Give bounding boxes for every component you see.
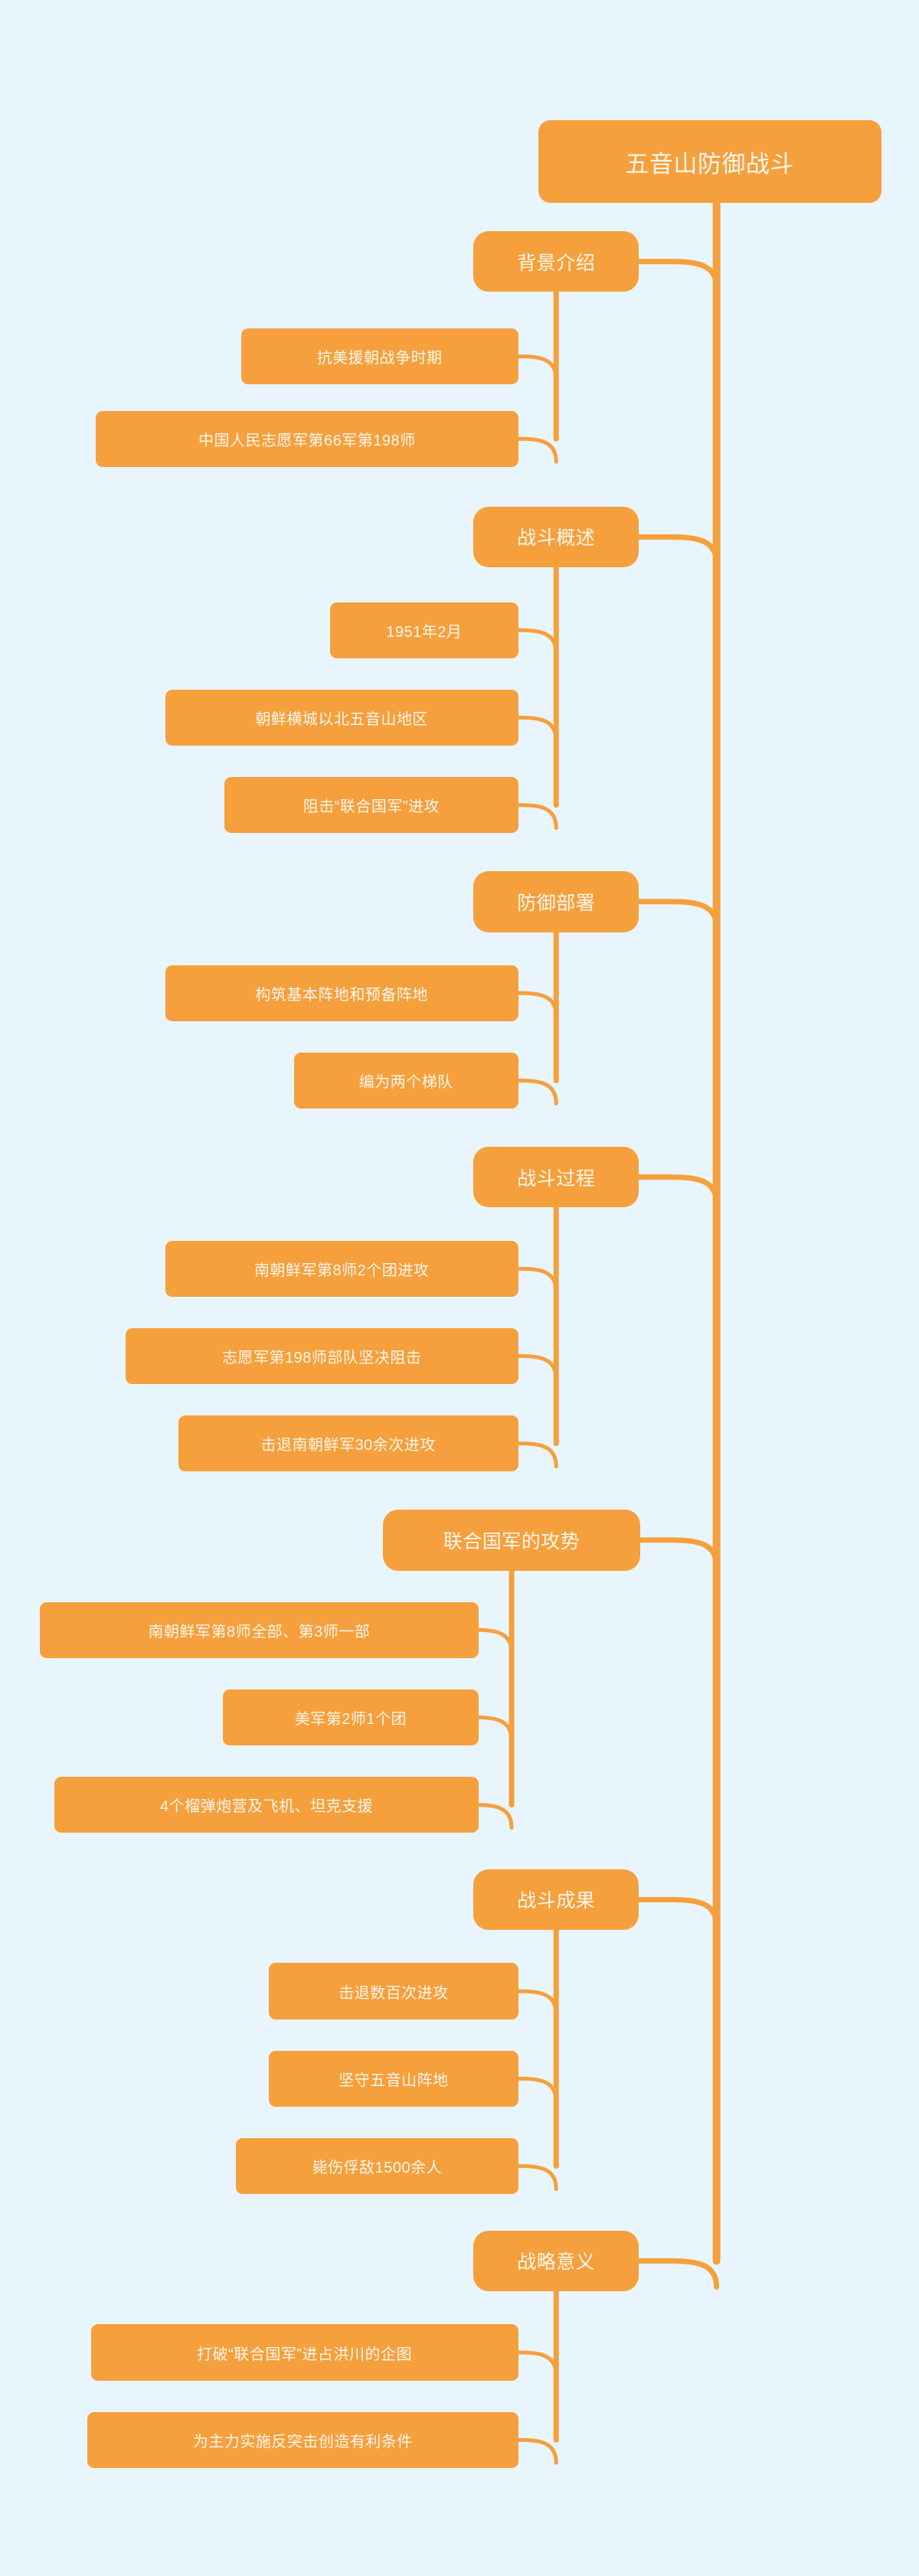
leaf-label: 朝鲜横城以北五音山地区 xyxy=(255,710,428,728)
leaf-label: 中国人民志愿军第66军第198师 xyxy=(198,432,416,449)
branch-node-2[interactable]: 防御部署 xyxy=(473,870,639,932)
connector-line xyxy=(516,715,558,743)
leaf-label: 志愿军第198师部队坚决阻击 xyxy=(222,1349,422,1366)
connector-line xyxy=(636,2258,720,2290)
connector-line xyxy=(516,436,558,464)
leaf-node-3-0[interactable]: 南朝鲜军第8师2个团进攻 xyxy=(165,1240,518,1297)
connector-line xyxy=(636,1174,720,1206)
leaf-node-1-0[interactable]: 1951年2月 xyxy=(330,602,518,658)
leaf-node-6-1[interactable]: 为主力实施反突击创造有利条件 xyxy=(87,2411,518,2468)
leaf-label: 4个榴弹炮营及飞机、坦克支援 xyxy=(159,1798,374,1816)
leaf-label: 为主力实施反突击创造有利条件 xyxy=(192,2433,413,2450)
connector-line xyxy=(516,628,558,655)
branch-node-0[interactable]: 背景介绍 xyxy=(473,230,639,292)
leaf-label: 南朝鲜军第8师全部、第3师一部 xyxy=(148,1623,371,1641)
leaf-node-4-0[interactable]: 南朝鲜军第8师全部、第3师一部 xyxy=(39,1601,479,1658)
leaf-node-3-2[interactable]: 击退南朝鲜军30余次进攻 xyxy=(178,1415,518,1472)
connector-line xyxy=(516,1441,558,1469)
leaf-node-4-2[interactable]: 4个榴弹炮营及飞机、坦克支援 xyxy=(54,1776,479,1833)
leaf-label: 击退数百次进攻 xyxy=(338,1984,449,2002)
branch-label: 战斗概述 xyxy=(517,527,596,550)
connector-line xyxy=(636,899,720,931)
branch-label: 联合国军的攻势 xyxy=(443,1530,581,1552)
connector-line xyxy=(516,1266,558,1294)
leaf-label: 构筑基本阵地和预备阵地 xyxy=(255,986,428,1004)
leaf-node-3-1[interactable]: 志愿军第198师部队坚决阻击 xyxy=(125,1327,518,1385)
leaf-node-1-1[interactable]: 朝鲜横城以北五音山地区 xyxy=(165,689,518,746)
leaf-label: 击退南朝鲜军30余次进攻 xyxy=(260,1437,436,1455)
connector-line xyxy=(636,534,720,566)
leaf-label: 毙伤俘敌1500余人 xyxy=(312,2160,443,2176)
leaf-node-0-1[interactable]: 中国人民志愿军第66军第198师 xyxy=(95,410,518,467)
connector-line xyxy=(516,991,558,1018)
connector-line xyxy=(516,803,558,831)
connector-line xyxy=(516,2350,558,2378)
connector-line xyxy=(516,2437,558,2465)
leaf-node-2-1[interactable]: 编为两个梯队 xyxy=(293,1052,518,1109)
leaf-node-5-0[interactable]: 击退数百次进攻 xyxy=(269,1963,518,2019)
connector-line xyxy=(516,2164,558,2192)
branch-label: 战略意义 xyxy=(517,2251,596,2274)
branch-label: 防御部署 xyxy=(517,892,596,914)
leaf-node-5-1[interactable]: 坚守五音山阵地 xyxy=(269,2050,518,2107)
leaf-label: 编为两个梯队 xyxy=(358,1074,453,1091)
root-node[interactable]: 五音山防御战斗 xyxy=(538,120,881,204)
connector-line xyxy=(636,259,720,291)
connector-line xyxy=(476,1715,514,1742)
connector-line xyxy=(516,1353,558,1381)
leaf-label: 南朝鲜军第8师2个团进攻 xyxy=(253,1262,430,1279)
leaf-label: 打破“联合国军”进占洪川的企图 xyxy=(197,2346,412,2363)
leaf-node-1-2[interactable]: 阻击“联合国军”进攻 xyxy=(224,777,518,834)
branch-node-3[interactable]: 战斗过程 xyxy=(473,1146,639,1208)
leaf-node-6-0[interactable]: 打破“联合国军”进占洪川的企图 xyxy=(90,2324,518,2381)
connector-line xyxy=(516,354,558,381)
leaf-label: 美军第2师1个团 xyxy=(294,1710,407,1728)
leaf-node-4-1[interactable]: 美军第2师1个团 xyxy=(222,1689,479,1745)
connector-line xyxy=(637,1537,720,1569)
branch-node-5[interactable]: 战斗成果 xyxy=(473,1869,639,1931)
leaf-label: 阻击“联合国军”进攻 xyxy=(303,798,440,816)
branch-node-4[interactable]: 联合国军的攻势 xyxy=(382,1509,641,1571)
branch-node-6[interactable]: 战略意义 xyxy=(473,2230,639,2292)
connector-line xyxy=(476,1803,514,1830)
branch-label: 战斗成果 xyxy=(517,1890,596,1912)
branch-node-1[interactable]: 战斗概述 xyxy=(473,506,639,568)
connector-line xyxy=(636,1896,720,1928)
leaf-label: 抗美援朝战争时期 xyxy=(316,349,443,367)
connector-line xyxy=(476,1628,514,1655)
leaf-node-2-0[interactable]: 构筑基本阵地和预备阵地 xyxy=(165,965,518,1021)
leaf-label: 1951年2月 xyxy=(386,623,463,641)
branch-label: 背景介绍 xyxy=(517,252,596,274)
connector-line xyxy=(516,2076,558,2104)
branch-label: 战斗过程 xyxy=(517,1167,596,1190)
leaf-label: 坚守五音山阵地 xyxy=(338,2072,449,2089)
leaf-node-0-0[interactable]: 抗美援朝战争时期 xyxy=(240,328,518,385)
connector-line xyxy=(516,1989,558,2016)
root-label: 五音山防御战斗 xyxy=(625,150,794,178)
leaf-node-5-2[interactable]: 毙伤俘敌1500余人 xyxy=(236,2137,518,2195)
connector-line xyxy=(516,1079,558,1106)
